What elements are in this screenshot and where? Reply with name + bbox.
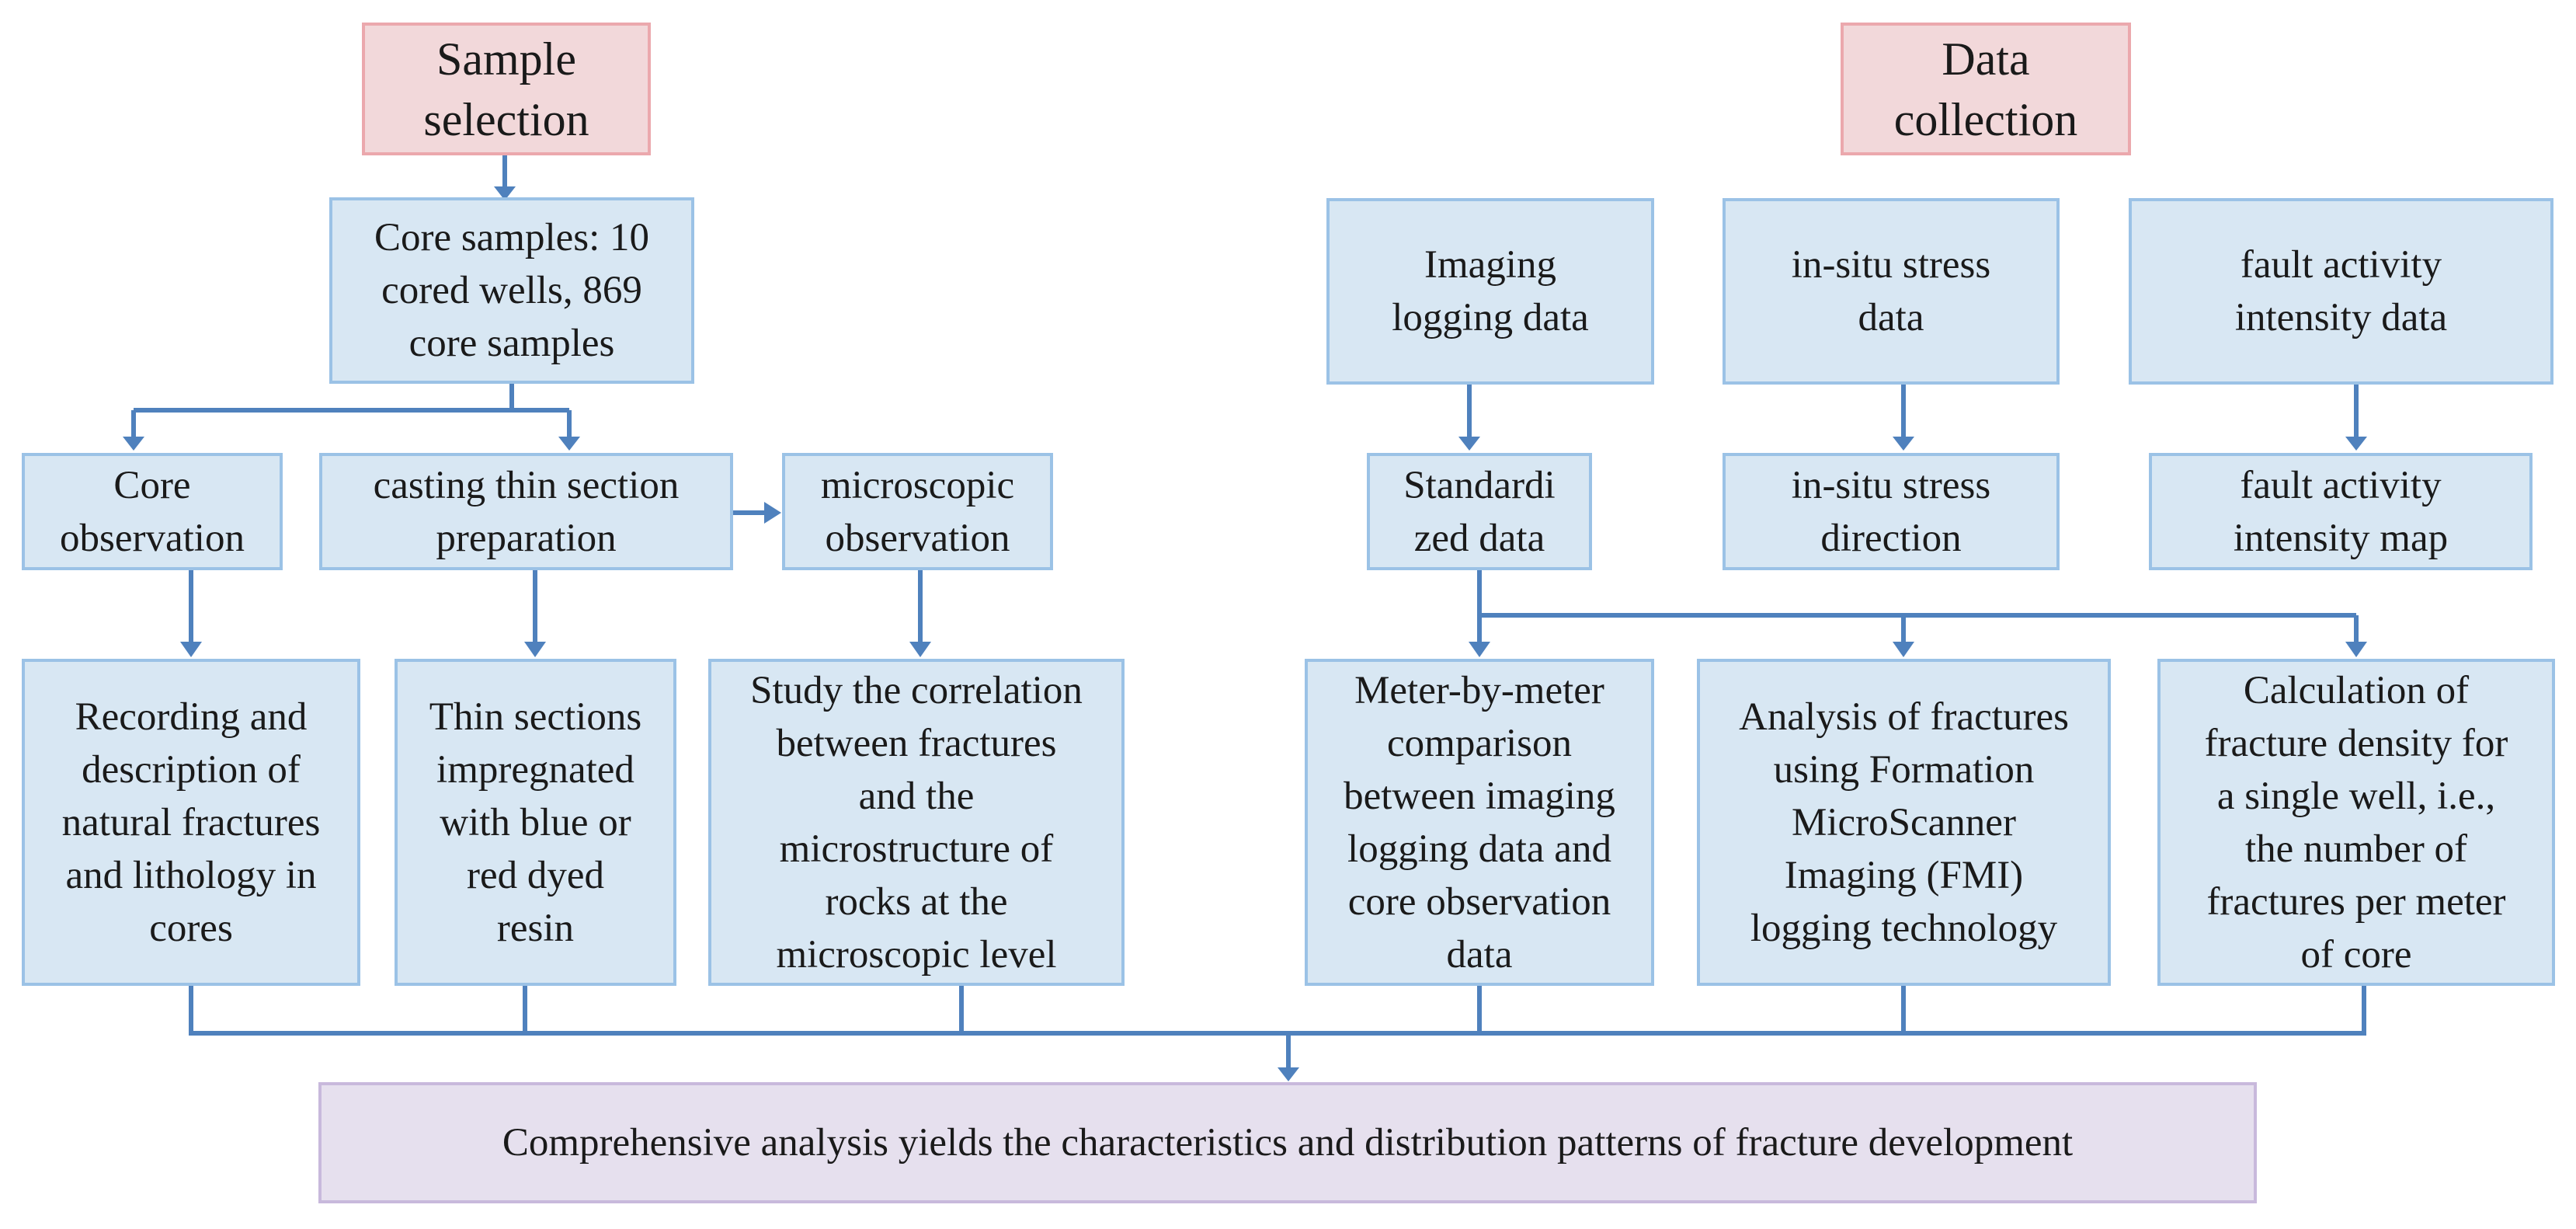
casting-box: casting thin section preparation [319, 453, 733, 570]
sample-selection-label: Sample selection [423, 33, 589, 145]
fault-activity-map-box: fault activity intensity map [2149, 453, 2533, 570]
insitu-stress-data-box: in-situ stress data [1723, 198, 2060, 385]
core-observation-box: Core observation [22, 453, 283, 570]
study-box: Study the correlation between fractures … [708, 659, 1125, 986]
data-collection-header: Data collection [1841, 23, 2131, 155]
fault-activity-data-box: fault activity intensity data [2129, 198, 2553, 385]
arrowhead-casting [558, 437, 580, 451]
arrowhead-thin-sections [524, 642, 546, 657]
fault-activity-map-text: fault activity intensity map [2233, 463, 2449, 560]
microscopic-observation-box: microscopic observation [782, 453, 1053, 570]
arrowhead-meter [1469, 642, 1490, 657]
sample-selection-header: Sample selection [362, 23, 651, 155]
insitu-stress-direction-text: in-situ stress direction [1791, 463, 1991, 560]
core-samples-box: Core samples: 10 cored wells, 869 core s… [329, 197, 694, 384]
standardized-text: Standardi zed data [1403, 463, 1556, 560]
imaging-logging-text: Imaging logging data [1392, 243, 1589, 339]
comprehensive-analysis-box: Comprehensive analysis yields the charac… [318, 1082, 2257, 1203]
arrowhead-study [909, 642, 931, 657]
standardized-box: Standardi zed data [1367, 453, 1592, 570]
arrowhead-recording [180, 642, 202, 657]
arrowhead-final [1278, 1067, 1299, 1081]
core-observation-text: Core observation [60, 463, 245, 560]
arrowhead-core-samples [494, 186, 516, 200]
fracture-density-text: Calculation of fracture density for a si… [2204, 668, 2508, 977]
data-collection-label: Data collection [1893, 33, 2078, 145]
arrowhead-core-observation [123, 437, 144, 451]
core-samples-text: Core samples: 10 cored wells, 869 core s… [374, 216, 650, 365]
study-text: Study the correlation between fractures … [750, 668, 1083, 977]
insitu-stress-data-text: in-situ stress data [1791, 243, 1991, 339]
insitu-stress-direction-box: in-situ stress direction [1723, 453, 2060, 570]
fmi-analysis-box: Analysis of fractures using Formation Mi… [1697, 659, 2111, 986]
fmi-analysis-text: Analysis of fractures using Formation Mi… [1739, 695, 2069, 950]
fault-activity-data-text: fault activity intensity data [2234, 243, 2448, 339]
comprehensive-analysis-text: Comprehensive analysis yields the charac… [502, 1121, 2074, 1165]
thin-sections-box: Thin sections impregnated with blue or r… [395, 659, 676, 986]
meter-by-meter-box: Meter-by-meter comparison between imagin… [1305, 659, 1654, 986]
recording-box: Recording and description of natural fra… [22, 659, 360, 986]
arrowhead-fmi [1893, 642, 1914, 657]
meter-by-meter-text: Meter-by-meter comparison between imagin… [1344, 668, 1615, 977]
thin-sections-text: Thin sections impregnated with blue or r… [429, 695, 642, 950]
fracture-density-box: Calculation of fracture density for a si… [2157, 659, 2555, 986]
arrowhead-stress-direction [1893, 437, 1914, 451]
arrowhead-fault-map [2345, 437, 2367, 451]
arrowhead-standardized [1458, 437, 1480, 451]
casting-text: casting thin section preparation [373, 463, 680, 560]
arrowhead-density [2345, 642, 2367, 657]
arrowhead-microscopic [764, 502, 781, 524]
imaging-logging-box: Imaging logging data [1326, 198, 1654, 385]
recording-text: Recording and description of natural fra… [61, 695, 321, 950]
microscopic-observation-text: microscopic observation [820, 463, 1015, 560]
